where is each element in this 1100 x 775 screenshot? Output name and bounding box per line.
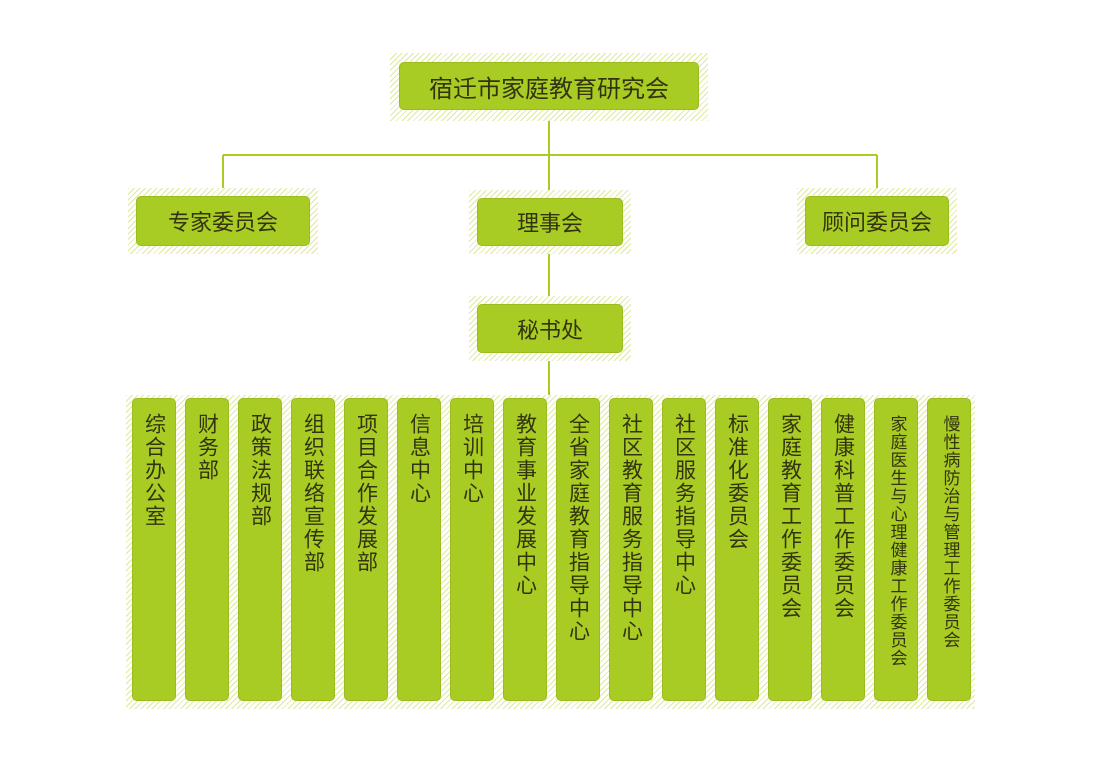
department-column-8: 教育事业发展中心 (503, 398, 547, 701)
secretariat-label: 秘书处 (516, 318, 583, 344)
council-node: 理事会 (477, 198, 623, 246)
secretariat-node: 秘书处 (477, 304, 623, 353)
department-label-6: 信息中心 (407, 413, 432, 505)
root-node-label: 宿迁市家庭教育研究会 (429, 74, 669, 103)
advisory-committee-label: 顾问委员会 (821, 211, 932, 236)
department-label-10: 社区教育服务指导中心 (619, 413, 644, 643)
department-label-15: 家庭医生与心理健康工作委员会 (886, 415, 907, 667)
department-label-8: 教育事业发展中心 (513, 413, 538, 597)
department-label-9: 全省家庭教育指导中心 (566, 413, 591, 643)
department-column-10: 社区教育服务指导中心 (609, 398, 653, 701)
department-label-13: 家庭教育工作委员会 (778, 413, 803, 620)
department-column-2: 财务部 (185, 398, 229, 701)
department-column-15: 家庭医生与心理健康工作委员会 (874, 398, 918, 701)
department-label-4: 组织联络宣传部 (301, 413, 326, 574)
department-column-14: 健康科普工作委员会 (821, 398, 865, 701)
department-column-7: 培训中心 (450, 398, 494, 701)
department-column-4: 组织联络宣传部 (291, 398, 335, 701)
advisory-committee-node: 顾问委员会 (805, 196, 949, 246)
department-label-14: 健康科普工作委员会 (831, 413, 856, 620)
department-label-12: 标准化委员会 (725, 413, 750, 551)
department-column-3: 政策法规部 (238, 398, 282, 701)
department-label-1: 综合办公室 (142, 413, 167, 528)
council-label: 理事会 (516, 212, 583, 237)
department-label-11: 社区服务指导中心 (672, 413, 697, 597)
root-node: 宿迁市家庭教育研究会 (399, 62, 699, 110)
department-column-13: 家庭教育工作委员会 (768, 398, 812, 701)
department-column-1: 综合办公室 (132, 398, 176, 701)
department-column-12: 标准化委员会 (715, 398, 759, 701)
department-label-3: 政策法规部 (248, 413, 273, 528)
department-column-6: 信息中心 (397, 398, 441, 701)
department-column-11: 社区服务指导中心 (662, 398, 706, 701)
expert-committee-label: 专家委员会 (167, 211, 278, 236)
expert-committee-node: 专家委员会 (136, 196, 310, 246)
department-label-5: 项目合作发展部 (354, 413, 379, 574)
department-column-9: 全省家庭教育指导中心 (556, 398, 600, 701)
department-label-7: 培训中心 (460, 413, 485, 505)
department-label-2: 财务部 (195, 413, 220, 482)
department-label-16: 慢性病防治与管理工作委员会 (939, 415, 960, 649)
department-column-16: 慢性病防治与管理工作委员会 (927, 398, 971, 701)
department-column-5: 项目合作发展部 (344, 398, 388, 701)
